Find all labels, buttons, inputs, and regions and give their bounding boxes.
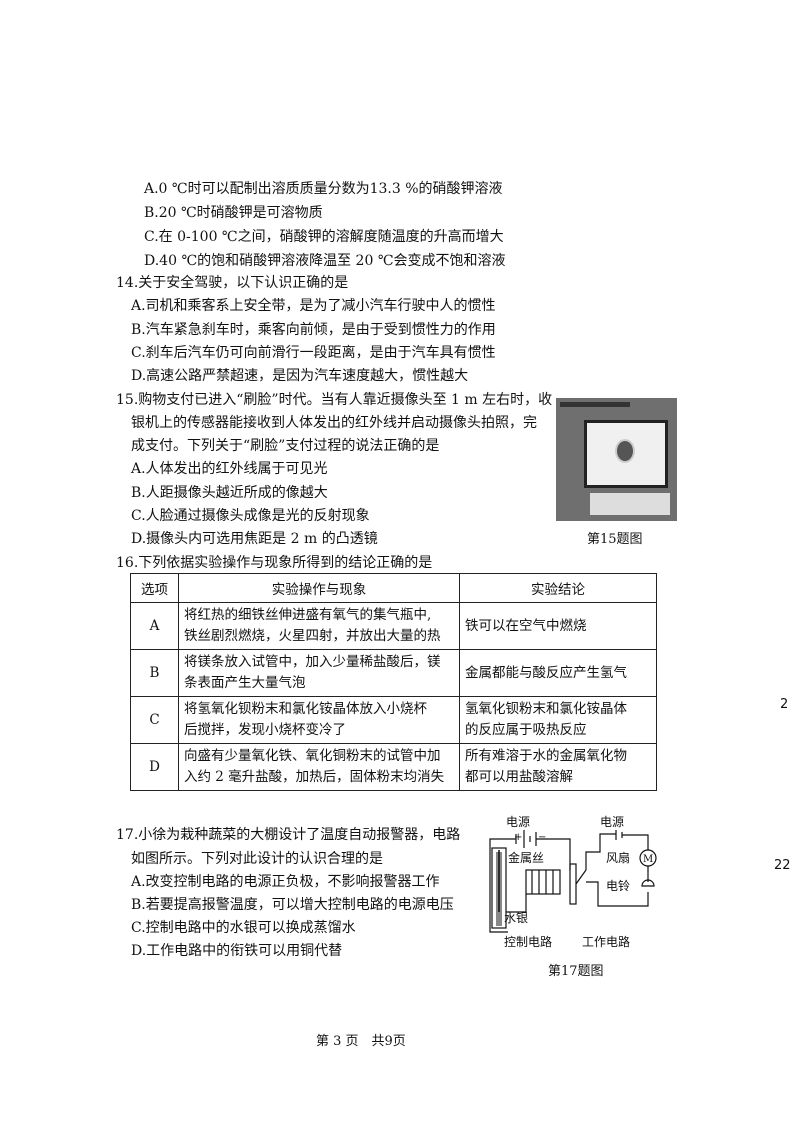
table-row: C 将氢氧化钡粉末和氯化铵晶体放入小烧杯后搅拌，发现小烧杯变冷了 氢氧化钡粉末和… [130, 696, 657, 744]
row-option: B [130, 649, 179, 697]
row-operation: 向盛有少量氧化铁、氧化铜粉末的试管中加入约 2 毫升盐酸，加热后，固体粉末均消失 [178, 743, 460, 791]
header-conclusion: 实验结论 [459, 573, 657, 603]
motor-label: M [643, 854, 653, 865]
q13-option-d: D.40 ℃的饱和硝酸钾溶液降温至 20 ℃会变成不饱和溶液 [144, 253, 506, 269]
q14-stem: 14.关于安全驾驶，以下认识正确的是 [116, 275, 349, 291]
q16-table: 选项 实验操作与现象 实验结论 A 将红热的细铁丝伸进盛有氧气的集气瓶中,铁丝剧… [130, 573, 657, 791]
q13-option-b: B.20 ℃时硝酸钾是可溶物质 [144, 205, 323, 221]
q17-option-c: C.控制电路中的水银可以换成蒸馏水 [131, 920, 356, 936]
table-row: A 将红热的细铁丝伸进盛有氧气的集气瓶中,铁丝剧烈燃烧，火星四射，并放出大量的热… [130, 602, 657, 650]
row-conclusion: 氢氧化钡粉末和氯化铵晶体的反应属于吸热反应 [459, 696, 657, 744]
header-operation: 实验操作与现象 [178, 573, 460, 603]
power-label-work: 电源 [600, 815, 624, 829]
table-row: B 将镁条放入试管中，加入少量稀盐酸后，镁条表面产生大量气泡 金属都能与酸反应产… [130, 649, 657, 697]
q17-option-b: B.若要提高报警温度，可以增大控制电路的电源电压 [131, 897, 454, 913]
q17-circuit-diagram: 电源 + − 电源 金属丝 风扇 M 电铃 水银 控制电路 工作电路 [489, 815, 657, 949]
q15-option-d: D.摄像头内可选用焦距是 2 m 的凸透镜 [131, 531, 378, 547]
wire-label: 金属丝 [508, 850, 544, 865]
work-circuit-label: 工作电路 [582, 934, 630, 949]
q17-figure-caption: 第17题图 [548, 964, 604, 979]
q14-option-c: C.刹车后汽车仍可向前滑行一段距离，是由于汽车具有惯性 [131, 345, 496, 361]
row-option: D [130, 743, 179, 791]
row-operation: 将镁条放入试管中，加入少量稀盐酸后，镁条表面产生大量气泡 [178, 649, 460, 697]
face-icon [615, 439, 635, 463]
edge-mark-2: 22 [774, 858, 791, 873]
control-circuit-label: 控制电路 [504, 934, 552, 949]
q17-option-a: A.改变控制电路的电源正负极，不影响报警器工作 [131, 874, 440, 890]
row-conclusion: 所有难溶于水的金属氧化物都可以用盐酸溶解 [459, 743, 657, 791]
q14-option-d: D.高速公路严禁超速，是因为汽车速度越大，惯性越大 [131, 368, 469, 384]
q16-stem: 16.下列依据实验操作与现象所得到的结论正确的是 [116, 555, 433, 571]
table-row: D 向盛有少量氧化铁、氧化铜粉末的试管中加入约 2 毫升盐酸，加热后，固体粉末均… [130, 743, 657, 791]
q17-stem-line1: 17.小徐为栽种蔬菜的大棚设计了温度自动报警器，电路 [116, 827, 461, 843]
power-label-control: 电源 [506, 815, 530, 829]
row-operation: 将红热的细铁丝伸进盛有氧气的集气瓶中,铁丝剧烈燃烧，火星四射，并放出大量的热 [178, 602, 460, 650]
table-header-row: 选项 实验操作与现象 实验结论 [130, 573, 657, 603]
row-conclusion: 铁可以在空气中燃烧 [459, 602, 657, 650]
minus-sign: − [538, 832, 546, 843]
row-option: C [130, 696, 179, 744]
q15-stem-line1: 15.购物支付已进入“刷脸”时代。当有人靠近摄像头至 1 m 左右时，收 [116, 392, 553, 408]
page-footer: 第 3 页 共9页 [316, 1034, 406, 1049]
plus-sign: + [514, 832, 522, 843]
bell-label: 电铃 [606, 878, 630, 893]
row-operation: 将氢氧化钡粉末和氯化铵晶体放入小烧杯后搅拌，发现小烧杯变冷了 [178, 696, 460, 744]
q15-figure-caption: 第15题图 [587, 532, 643, 547]
q14-option-b: B.汽车紧急刹车时，乘客向前倾，是由于受到惯性力的作用 [131, 322, 496, 338]
photo-top-bar [560, 402, 630, 407]
payment-screen [584, 420, 668, 488]
row-option: A [130, 602, 179, 650]
q13-option-c: C.在 0-100 ℃之间，硝酸钾的溶解度随温度的升高而增大 [144, 229, 504, 245]
q14-option-a: A.司机和乘客系上安全带，是为了减小汽车行驶中人的惯性 [131, 298, 496, 314]
q15-stem-line3: 成支付。下列关于“刷脸”支付过程的说法正确的是 [131, 438, 440, 454]
photo-bottom-strip [590, 493, 670, 515]
q15-option-a: A.人体发出的红外线属于可见光 [131, 461, 328, 477]
q17-stem-line2: 如图所示。下列对此设计的认识合理的是 [131, 851, 383, 867]
row-conclusion: 金属都能与酸反应产生氢气 [459, 649, 657, 697]
edge-mark-1: 2 [780, 697, 789, 712]
mercury-label: 水银 [504, 911, 528, 925]
face-payment-photo [556, 398, 677, 521]
q15-option-b: B.人距摄像头越近所成的像越大 [131, 485, 328, 501]
q13-option-a: A.0 ℃时可以配制出溶质质量分数为13.3 %的硝酸钾溶液 [144, 181, 503, 197]
fan-label: 风扇 [606, 850, 630, 865]
q15-option-c: C.人脸通过摄像头成像是光的反射现象 [131, 508, 370, 524]
q17-option-d: D.工作电路中的衔铁可以用铜代替 [131, 943, 343, 959]
q15-stem-line2: 银机上的传感器能接收到人体发出的红外线并启动摄像头拍照，完 [131, 415, 537, 431]
header-option: 选项 [130, 573, 179, 603]
